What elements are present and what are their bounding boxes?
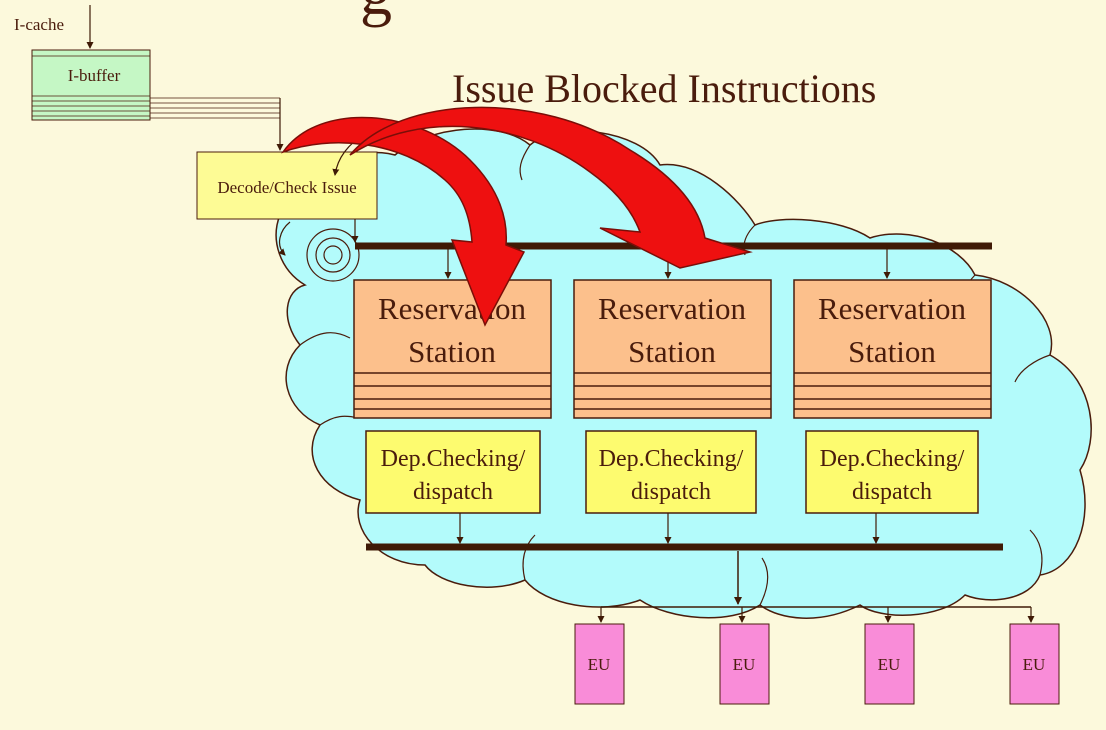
eu-label: EU [1023,655,1046,674]
decode-box: Decode/Check Issue [196,151,378,220]
issue-arrow-to-rs2 [349,106,753,269]
dispatch-label-line1: Dep.Checking/ [381,446,526,472]
title-fragment: g [360,0,392,28]
dispatch-label-line2: dispatch [413,479,493,505]
eu-box-1: EU [574,623,625,705]
rs-label-line2: Station [848,334,936,369]
rs-label-line2: Station [408,334,496,369]
reservation-station-1: Reservation Station [353,279,552,419]
dispatch-to-bus-arrows [456,513,880,544]
rs-label-line1: Reservation [598,291,747,326]
eu-box-2: EU [719,623,770,705]
rs-label-line1: Reservation [818,291,967,326]
dispatch-label-line2: dispatch [852,479,932,505]
decode-label: Decode/Check Issue [217,178,356,197]
icache-label: I-cache [14,15,64,34]
issue-arrow-to-rs1 [280,116,526,327]
eu-label: EU [733,655,756,674]
rs-label-line1: Reservation [378,291,527,326]
eu-label: EU [588,655,611,674]
dispatch-label-line2: dispatch [631,479,711,505]
ibuffer-output-lines [150,97,284,151]
spiral-decoration [306,228,360,282]
eu-box-4: EU [1009,623,1060,705]
ibuffer-label: I-buffer [68,66,121,85]
dispatch-unit-2: Dep.Checking/ dispatch [585,430,757,514]
dispatch-unit-1: Dep.Checking/ dispatch [365,430,541,514]
reservation-station-3: Reservation Station [793,279,992,419]
dispatch-unit-3: Dep.Checking/ dispatch [805,430,979,514]
ibuffer-box: I-buffer [31,49,151,121]
rs-label-line2: Station [628,334,716,369]
eu-feed-arrows [597,607,1035,623]
reservation-station-2: Reservation Station [573,279,772,419]
slide-title: Issue Blocked Instructions [452,66,876,111]
eu-box-3: EU [864,623,915,705]
dispatch-label-line1: Dep.Checking/ [599,446,744,472]
dispatch-label-line1: Dep.Checking/ [820,446,965,472]
feedback-arc [278,221,291,256]
eu-label: EU [878,655,901,674]
